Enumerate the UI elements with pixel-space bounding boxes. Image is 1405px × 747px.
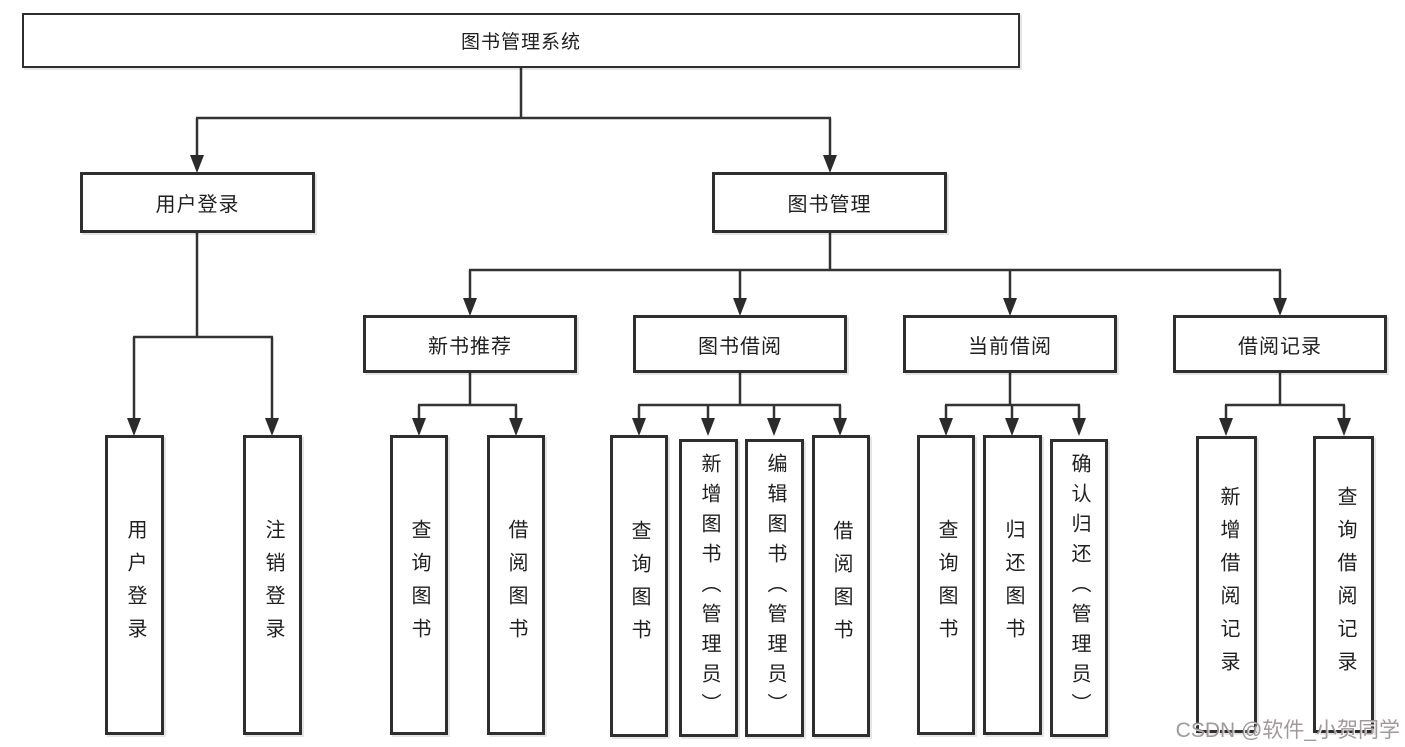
node-current-borrowing: 当前借阅 [903, 315, 1117, 373]
node-leaf-query-borrow-record: 查询借阅记录 [1313, 436, 1374, 733]
node-leaf-logout: 注销登录 [243, 435, 302, 735]
node-leaf-return-books: 归还图书 [983, 435, 1042, 735]
node-leaf-query-books-borrow: 查询图书 [610, 435, 668, 737]
node-leaf-add-borrow-record: 新增借阅记录 [1196, 436, 1257, 733]
node-book-borrowing: 图书借阅 [633, 315, 847, 373]
arrowheads [127, 155, 1351, 436]
node-user-login-branch: 用户登录 [80, 172, 315, 233]
node-leaf-confirm-return-admin: 确认归还（管理员） [1050, 439, 1108, 737]
node-book-management-branch: 图书管理 [712, 172, 947, 233]
node-new-book-recommend: 新书推荐 [363, 315, 577, 373]
node-library-management-system: 图书管理系统 [22, 13, 1020, 68]
node-borrowing-records: 借阅记录 [1173, 315, 1387, 373]
node-leaf-edit-books-admin: 编辑图书（管理员） [745, 439, 804, 737]
node-leaf-borrow-books-recommend: 借阅图书 [487, 435, 545, 735]
csdn-watermark: CSDN @软件_小贺同学 [1175, 719, 1400, 742]
node-leaf-user-login: 用户登录 [105, 435, 164, 735]
node-leaf-borrow-books: 借阅图书 [812, 435, 870, 737]
node-leaf-query-books-recommend: 查询图书 [390, 435, 448, 735]
node-leaf-add-books-admin: 新增图书（管理员） [679, 439, 738, 737]
node-leaf-query-books-current: 查询图书 [917, 435, 975, 735]
